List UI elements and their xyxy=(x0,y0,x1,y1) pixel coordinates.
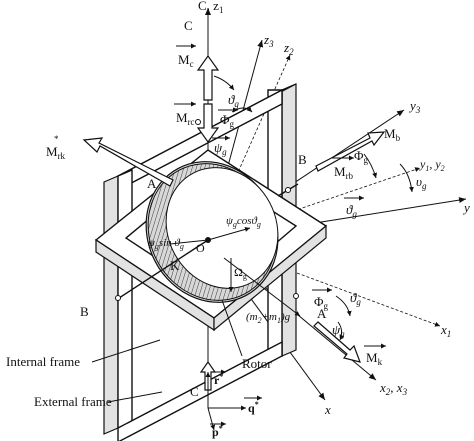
label-theta-g-dot: ϑg xyxy=(346,202,357,219)
label-mk: Mk xyxy=(366,350,383,367)
label-c-top: C xyxy=(184,18,193,33)
label-omega-g: Ωg xyxy=(234,265,247,281)
label-phi-g-right: Φg xyxy=(354,148,369,165)
moment-arrows xyxy=(82,54,386,391)
label-mass-term: (m2+m1)g xyxy=(246,311,291,325)
caption-rotor: Rotor xyxy=(242,356,272,371)
label-phi-g-dot-bottom: Φg xyxy=(314,294,329,311)
label-c-z1: C, z1 xyxy=(198,0,223,15)
label-mb: Mb xyxy=(384,126,401,143)
label-mc: Mc xyxy=(178,52,194,69)
label-mrb: Mrb xyxy=(334,164,354,181)
label-r-star: r* xyxy=(214,372,223,387)
label-a-top: A xyxy=(147,176,157,191)
label-mrk: Mrk xyxy=(46,144,66,161)
caption-internal-frame: Internal frame xyxy=(6,354,80,369)
label-y: y xyxy=(462,200,470,215)
label-p-star: p* xyxy=(212,424,223,439)
z2-axis xyxy=(207,54,291,241)
label-y3: y3 xyxy=(408,98,421,115)
label-theta-g-top: ϑg xyxy=(228,92,239,109)
label-phi-g-top: Φg xyxy=(220,112,235,129)
label-z2: z2 xyxy=(283,40,294,57)
labels: C, z1 z3 z2 y3 y1, y2 y x1 x2, x3 x C C … xyxy=(6,0,470,439)
label-mrk-star: * xyxy=(54,134,59,144)
label-a-bottom: A xyxy=(317,306,327,321)
label-x: x xyxy=(324,402,331,417)
label-x2-x3: x2, x3 xyxy=(379,380,408,397)
label-psi-sin: ψgsin ϑg xyxy=(148,237,184,251)
label-c-bottom: C xyxy=(190,384,199,399)
label-k: K xyxy=(170,258,180,273)
label-psi-g-dot: ψg xyxy=(214,140,227,157)
axles xyxy=(115,119,299,301)
label-mrc: Mrc xyxy=(176,110,195,127)
angle-arcs xyxy=(213,75,414,341)
label-b-right: B xyxy=(298,152,307,167)
label-psi-g-bottom: ψg xyxy=(332,322,345,339)
label-theta-g-bottom: ϑg xyxy=(350,290,361,307)
label-upsilon-g: υg xyxy=(416,174,427,191)
label-z3: z3 xyxy=(263,32,274,49)
label-o: O xyxy=(196,241,205,255)
vector-arrows xyxy=(169,226,301,431)
label-b-left: B xyxy=(80,304,89,319)
label-x1: x1 xyxy=(440,322,451,339)
rotor-shape xyxy=(145,161,279,303)
caption-external-frame: External frame xyxy=(34,394,112,409)
label-psi-cos: ψgcosϑg xyxy=(226,215,261,229)
label-q-star: q* xyxy=(248,400,259,415)
label-y1-y2: y1, y2 xyxy=(419,157,445,173)
leader-lines xyxy=(91,299,243,403)
